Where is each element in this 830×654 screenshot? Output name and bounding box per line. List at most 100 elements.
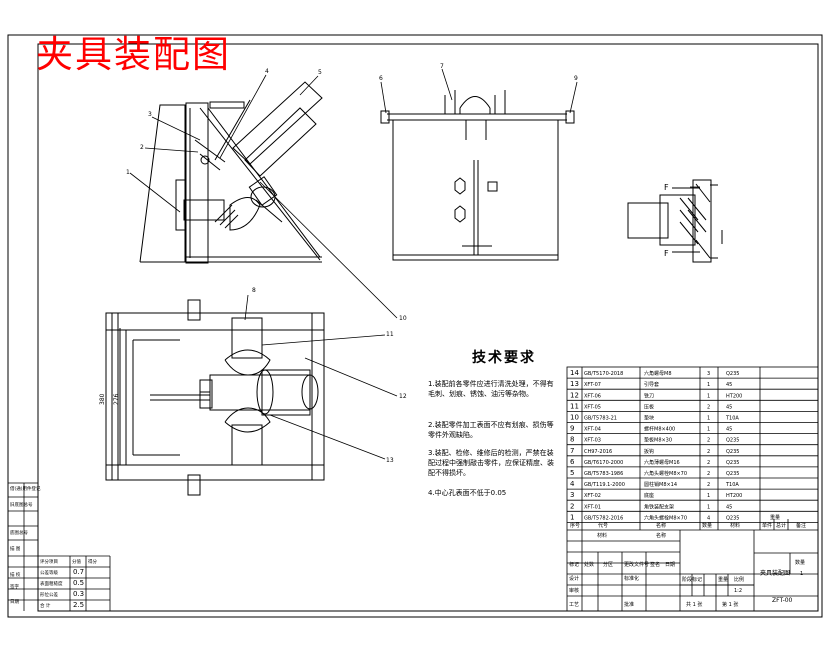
bom-cell-name: 六角头螺栓M8×70 <box>644 514 687 521</box>
dim-276: 276 <box>113 393 120 405</box>
callout-3: 3 <box>148 111 152 118</box>
front-view <box>139 81 323 264</box>
callout-10: 10 <box>399 315 407 322</box>
bom-cell-qty: 1 <box>707 504 710 510</box>
bom-cell-mat: Q235 <box>726 460 739 466</box>
bom-cell-qty: 1 <box>707 427 710 433</box>
callout-1: 1 <box>126 169 130 176</box>
left-sub-1: 描 校 <box>10 571 21 578</box>
bom-cell-no: 14 <box>570 369 579 377</box>
bom-cell-name: 六角薄螺母M16 <box>644 459 680 466</box>
left-row-1-v: 0.5 <box>73 579 84 587</box>
bom-header-weight: 重量 <box>770 514 780 521</box>
bom-cell-qty: 1 <box>707 382 710 388</box>
bom-cell-mat: Q235 <box>726 449 739 455</box>
tb-standard: 标准化 <box>624 575 639 582</box>
tb-material-2: 名称 <box>656 532 666 539</box>
left-row-1-k: 表面粗糙度 <box>40 580 63 587</box>
bom-header-mat: 材料 <box>730 522 740 529</box>
bom-cell-mat: Q235 <box>726 471 739 477</box>
bom-cell-mat: HT200 <box>726 493 742 499</box>
bom-cell-no: 5 <box>570 469 574 477</box>
bom-cell-qty: 2 <box>707 438 710 444</box>
bom-cell-code: GB/T119.1-2000 <box>584 482 625 488</box>
bom-cell-name: 垫块 <box>644 415 654 422</box>
bom-cell-qty: 2 <box>707 404 710 410</box>
left-row-0-k: 公差等级 <box>40 569 58 576</box>
left-head-2: 得分 <box>88 558 97 565</box>
tb-approve: 批准 <box>624 601 634 608</box>
tb-qty-label: 数量 <box>795 559 805 566</box>
bom-cell-qty: 2 <box>707 482 710 488</box>
bom-cell-no: 4 <box>570 480 575 488</box>
tb-sign: 签名 <box>650 561 660 568</box>
bom-cell-code: GB/T6170-2000 <box>584 460 623 466</box>
bom-cell-name: 角铁装配支架 <box>644 503 674 510</box>
tb-craft: 工艺 <box>569 602 579 608</box>
tb-weight: 重量 <box>718 576 728 583</box>
left-label-2: 底图总号 <box>10 529 28 536</box>
bom-cell-code: GB/T5783-1986 <box>584 471 623 477</box>
tb-drawing-name: 夹具装配图 <box>760 569 790 577</box>
left-label-0: 借(通)用件登记 <box>10 485 41 492</box>
bom-cell-code: XFT-04 <box>584 427 601 433</box>
bom-row-lines <box>567 377 818 523</box>
tb-docno: 更改文件号 <box>624 561 649 568</box>
bom-cell-name: 扳钩 <box>644 448 654 455</box>
bom-cell-no: 13 <box>570 380 579 388</box>
bom-cell-code: GB/T5782-2016 <box>584 515 623 521</box>
bom-cell-no: 2 <box>570 502 574 510</box>
callout-9: 9 <box>574 75 578 82</box>
left-sub-3: 签字 <box>10 583 19 590</box>
callout-7: 7 <box>440 63 444 70</box>
bom-cell-code: XFT-01 <box>584 504 601 510</box>
left-sub-4: 日期 <box>10 599 19 605</box>
dim-380: 380 <box>99 393 106 405</box>
inner-border <box>37 43 819 612</box>
callout-12: 12 <box>399 393 407 400</box>
tb-drawing-no: ZFT-00 <box>772 597 793 604</box>
bom-cell-mat: 45 <box>726 382 732 388</box>
tb-count-val: 1 <box>800 571 803 577</box>
bom-cell-name: 底座 <box>644 492 654 499</box>
tb-scale: 1:2 <box>734 588 742 594</box>
bom-cell-mat: HT200 <box>726 393 742 399</box>
bom-header-name: 名称 <box>656 522 666 529</box>
outer-border <box>7 34 823 618</box>
tech-requirements-heading: 技术要求 <box>472 350 536 366</box>
bom-header-qty: 数量 <box>702 522 712 529</box>
bom-cell-qty: 2 <box>707 449 710 455</box>
bom-cell-no: 1 <box>570 513 574 521</box>
bom-cell-code: XFT-06 <box>584 393 601 399</box>
bom-cell-no: 9 <box>570 425 574 433</box>
bom-cell-no: 10 <box>570 414 579 422</box>
side-view <box>380 90 575 261</box>
bom-cell-name: 六角螺母M8 <box>644 370 672 377</box>
bom-cell-no: 7 <box>570 447 574 455</box>
bom-cell-mat: 45 <box>726 404 732 410</box>
tb-design: 设计 <box>569 575 579 582</box>
left-label-1: 旧底图总号 <box>10 501 33 508</box>
bom-cell-mat: T10A <box>725 482 739 488</box>
left-row-0-v: 0.7 <box>73 568 84 576</box>
bom-header-note: 备注 <box>796 522 806 529</box>
bom-cell-no: 3 <box>570 491 574 499</box>
tb-zone: 分区 <box>603 561 613 568</box>
left-row-3-v: 2.5 <box>73 601 84 609</box>
left-row-3-k: 合 计 <box>40 602 51 609</box>
bom-cell-code: XFT-02 <box>584 493 601 499</box>
bom-cell-mat: Q235 <box>726 515 739 521</box>
callout-5: 5 <box>318 69 322 76</box>
bom-cell-no: 8 <box>570 436 574 444</box>
bom-cell-qty: 3 <box>707 371 710 377</box>
tb-date: 日期 <box>665 562 675 568</box>
bom-cell-mat: Q235 <box>726 438 739 444</box>
detail-f-bottom: F <box>664 249 669 258</box>
bom-cell-mat: T10A <box>725 416 739 422</box>
bom-cell-no: 11 <box>570 402 579 410</box>
callout-6: 6 <box>379 75 383 82</box>
bom-cell-code: XFT-05 <box>584 404 601 410</box>
tb-sheet-no: 第 1 张 <box>722 601 738 608</box>
bom-cell-code: XFT-03 <box>584 438 601 444</box>
bom-cell-qty: 1 <box>707 393 710 399</box>
